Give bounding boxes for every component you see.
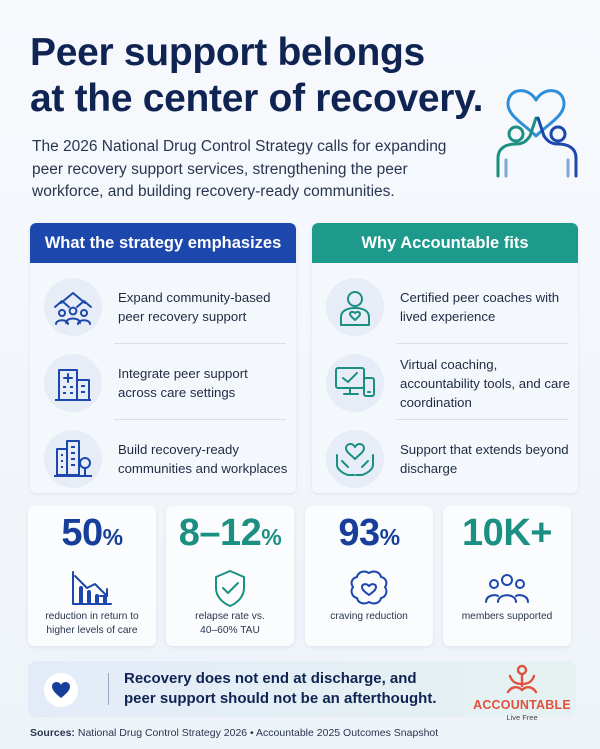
strategy-item: Integrate peer support across care setti… — [30, 345, 296, 421]
stat-value: 50% — [61, 512, 123, 554]
fit-item: Support that extends beyond discharge — [312, 421, 578, 493]
closing-banner: Recovery does not end at discharge, and … — [28, 661, 576, 717]
stat-card: 50% reduction in return to higher levels… — [28, 506, 156, 646]
banner-divider — [108, 673, 109, 705]
strategy-item-label: Integrate peer support across care setti… — [118, 366, 248, 400]
logo-mark-icon — [506, 664, 538, 694]
page-subtitle: The 2026 National Drug Control Strategy … — [32, 138, 447, 200]
strategy-item: Build recovery-ready communities and wor… — [30, 421, 296, 493]
divider — [114, 419, 286, 420]
banner-message: Recovery does not end at discharge, and … — [124, 670, 437, 707]
strategy-item: Expand community-based peer recovery sup… — [30, 269, 296, 345]
fit-item: Certified peer coaches with lived experi… — [312, 269, 578, 345]
strategy-panel: What the strategy emphasizes Expand comm… — [30, 223, 296, 493]
fit-panel-heading: Why Accountable fits — [312, 223, 578, 263]
fit-item-label: Support that extends beyond discharge — [400, 442, 569, 476]
devices-check-icon — [326, 354, 384, 412]
heart-icon — [44, 673, 78, 707]
divider — [396, 419, 568, 420]
chart-down-icon — [72, 571, 112, 605]
shield-check-icon — [215, 570, 245, 607]
city-buildings-icon — [44, 430, 102, 488]
stat-value: 10K+ — [462, 512, 552, 554]
fit-item: Virtual coaching, accountability tools, … — [312, 345, 578, 421]
stat-card: 93% craving reduction — [305, 506, 433, 646]
title-line-1: Peer support belongs — [30, 31, 425, 74]
hospital-building-icon — [44, 354, 102, 412]
strategy-item-label: Expand community-based peer recovery sup… — [118, 290, 271, 324]
stat-card: 8–12% relapse rate vs. 40–60% TAU — [166, 506, 294, 646]
fit-panel: Why Accountable fits Certified peer coac… — [312, 223, 578, 493]
stat-value: 93% — [338, 512, 400, 554]
stat-caption: craving reduction — [330, 611, 408, 622]
fit-item-label: Virtual coaching, accountability tools, … — [400, 356, 571, 410]
stat-value: 8–12% — [178, 512, 282, 554]
community-houses-icon — [44, 278, 102, 336]
stat-caption: members supported — [461, 611, 553, 622]
hands-heart-icon — [496, 89, 578, 178]
divider — [114, 343, 286, 344]
sources-line: Sources: National Drug Control Strategy … — [30, 727, 438, 739]
stat-card: 10K+ members supported — [443, 506, 571, 646]
divider — [396, 343, 568, 344]
brand-name: ACCOUNTABLE — [473, 698, 571, 712]
stat-caption: reduction in return to higher levels of … — [45, 611, 139, 636]
sources-text: National Drug Control Strategy 2026 • Ac… — [77, 727, 439, 739]
hands-heart-icon — [326, 430, 384, 488]
brain-heart-icon — [350, 570, 388, 605]
strategy-panel-heading: What the strategy emphasizes — [30, 223, 296, 263]
strategy-item-label: Build recovery-ready communities and wor… — [118, 442, 288, 476]
stat-caption: relapse rate vs. 40–60% TAU — [195, 611, 265, 636]
page-title: Peer support belongs at the center of re… — [30, 30, 500, 122]
brand-tagline: Live Free — [506, 713, 538, 722]
accountable-logo: ACCOUNTABLE Live Free — [472, 662, 572, 724]
coach-heart-icon — [326, 278, 384, 336]
fit-item-label: Certified peer coaches with lived experi… — [400, 290, 560, 324]
people-group-icon — [485, 574, 529, 603]
title-line-2: at the center of recovery. — [30, 77, 484, 120]
sources-label: Sources: — [30, 727, 75, 739]
